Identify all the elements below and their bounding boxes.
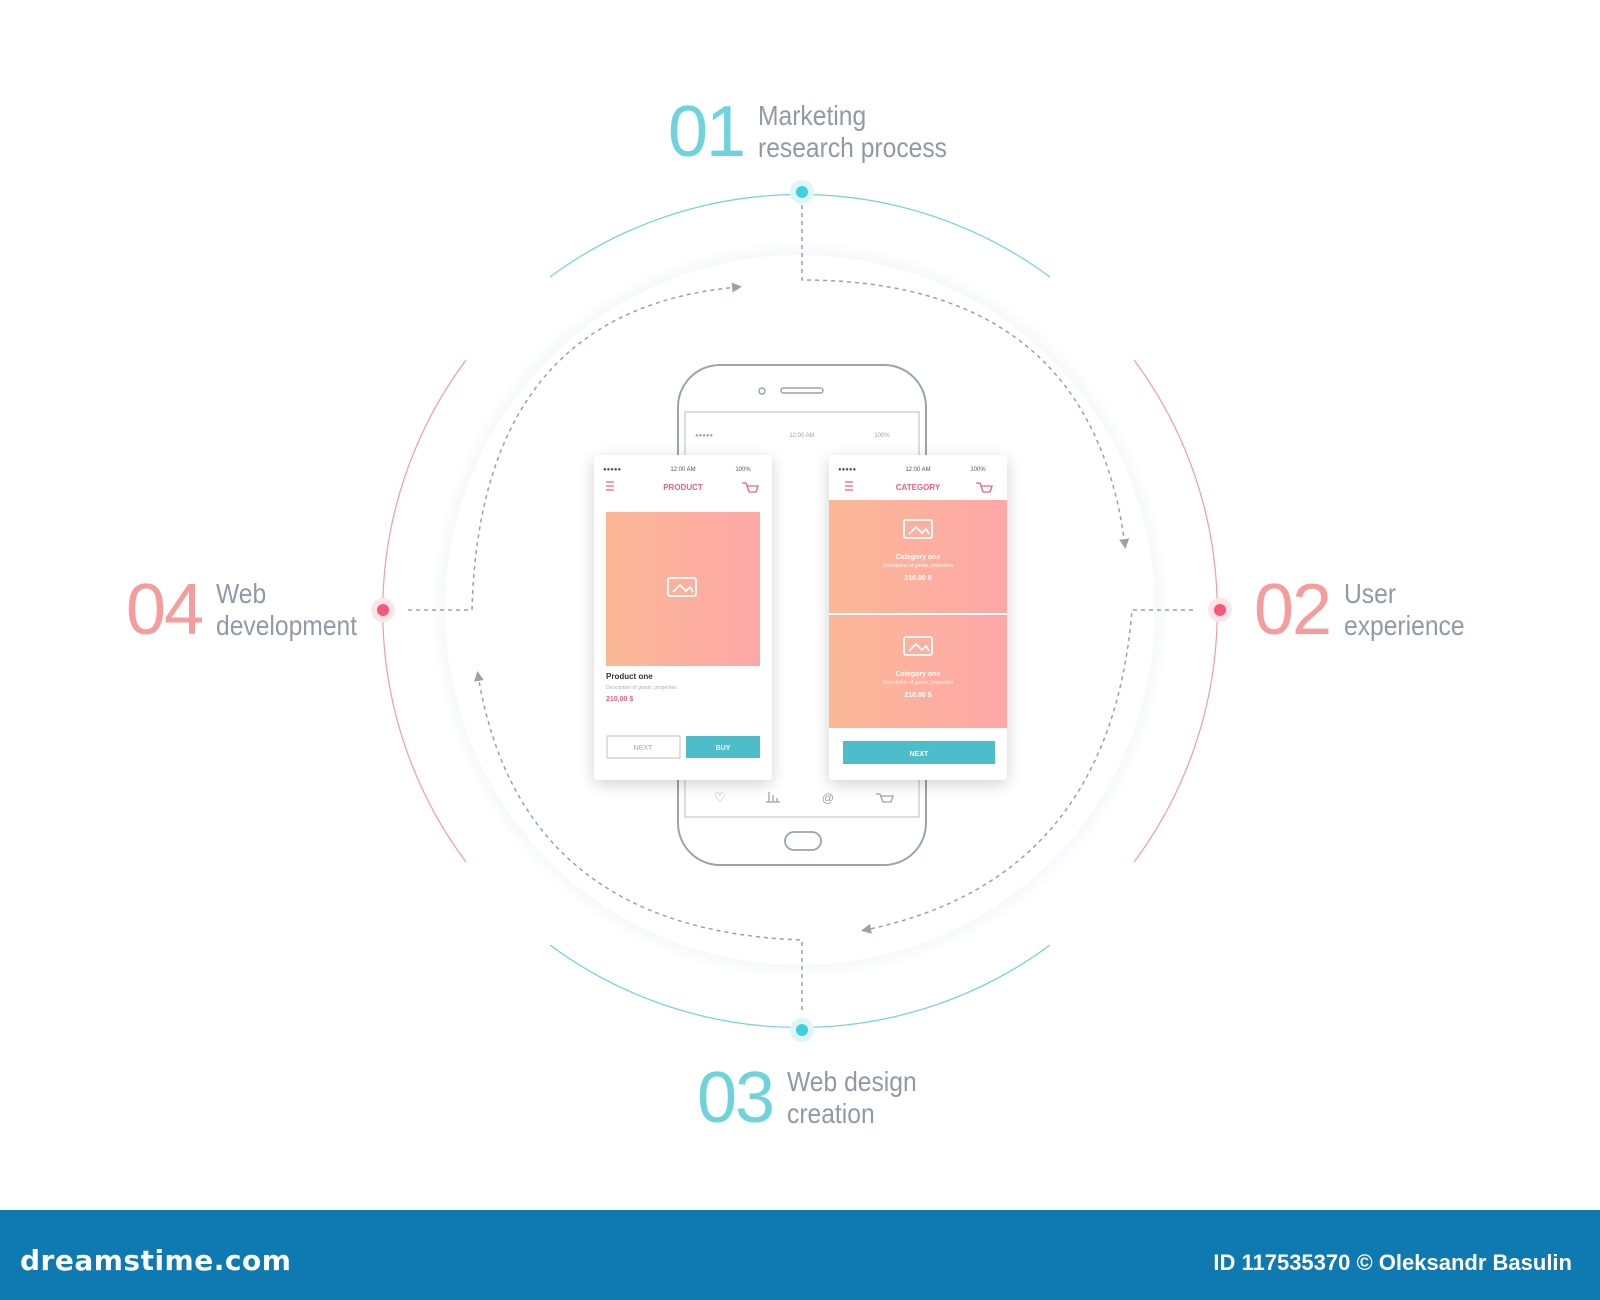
category-next-label: NEXT bbox=[910, 751, 929, 758]
product-price: 210.00 $ bbox=[606, 696, 633, 703]
phone-camera bbox=[758, 387, 766, 395]
product-next-label: NEXT bbox=[634, 745, 653, 752]
step-01-label-line2: research process bbox=[758, 132, 948, 163]
svg-text:●●●●●: ●●●●● bbox=[695, 433, 713, 439]
step-02-label-line1: User bbox=[1344, 578, 1397, 609]
footer-logo[interactable]: dreamstime.com bbox=[20, 1244, 292, 1277]
product-status-time: 12:00 AM bbox=[670, 467, 695, 473]
connector-02-03 bbox=[861, 609, 1193, 934]
step-03-label-line2: creation bbox=[787, 1098, 875, 1129]
step-03-number: 03 bbox=[697, 1058, 775, 1138]
at-icon[interactable]: @ bbox=[822, 791, 834, 805]
phone-speaker bbox=[780, 387, 824, 394]
node-dot-03 bbox=[796, 1024, 808, 1036]
image-placeholder-icon bbox=[667, 577, 697, 597]
svg-text:●●●●●: ●●●●● bbox=[838, 467, 856, 473]
category-next-button[interactable]: NEXT bbox=[843, 741, 995, 764]
category-card-2-desc: Description of goods, properties bbox=[883, 680, 954, 686]
product-buy-label: BUY bbox=[716, 745, 731, 752]
category-card-1-price: 210.00 $ bbox=[904, 575, 931, 582]
footer-credit: ID 117535370 © Oleksandr Basulin bbox=[1213, 1250, 1572, 1275]
step-03: 03 Web design creation bbox=[697, 1062, 934, 1134]
category-card-2-price: 210.00 $ bbox=[904, 692, 931, 699]
step-03-label-line1: Web design bbox=[787, 1066, 917, 1097]
category-cart-icon[interactable] bbox=[976, 482, 993, 493]
step-04-label-line2: development bbox=[216, 610, 358, 641]
step-04-label: Web development bbox=[216, 578, 357, 642]
node-dot-04 bbox=[377, 604, 389, 616]
product-screen-content: ●●●●● 12:00 AM 100% PRODUCT Product one … bbox=[603, 467, 760, 759]
step-02-label-line2: experience bbox=[1344, 610, 1465, 641]
image-placeholder-icon bbox=[903, 519, 933, 539]
category-card-1[interactable]: Category one Description of goods, prope… bbox=[829, 500, 1007, 613]
phone-status-time: 12:00 AM bbox=[789, 433, 814, 439]
product-buy-button[interactable]: BUY bbox=[686, 736, 760, 758]
category-status-battery: 100% bbox=[970, 467, 986, 473]
category-title: CATEGORY bbox=[896, 483, 941, 492]
step-02-number: 02 bbox=[1254, 570, 1332, 650]
category-card-2-name: Category one bbox=[896, 671, 941, 678]
step-01-label-line1: Marketing bbox=[758, 100, 867, 131]
category-menu-icon[interactable] bbox=[845, 481, 853, 491]
connector-03-04 bbox=[474, 671, 803, 1010]
category-card-1-desc: Description of goods, properties bbox=[883, 563, 954, 569]
stats-icon[interactable] bbox=[766, 792, 780, 803]
category-status-time: 12:00 AM bbox=[905, 467, 930, 473]
product-status-battery: 100% bbox=[735, 467, 751, 473]
step-01-number: 01 bbox=[668, 92, 746, 172]
svg-text:●●●●●: ●●●●● bbox=[603, 467, 621, 473]
connector-01-02 bbox=[801, 205, 1130, 549]
step-04: 04 Web development bbox=[126, 574, 376, 646]
image-placeholder-icon bbox=[903, 636, 933, 656]
connector-04-01 bbox=[408, 282, 742, 611]
product-cart-icon[interactable] bbox=[742, 482, 759, 493]
node-dot-01 bbox=[796, 186, 808, 198]
step-04-label-line1: Web bbox=[216, 578, 267, 609]
step-01-label: Marketing research process bbox=[758, 100, 947, 164]
step-04-number: 04 bbox=[126, 570, 204, 650]
product-desc: Description of goods, properties bbox=[606, 685, 677, 691]
step-02-label: User experience bbox=[1344, 578, 1465, 642]
phone-cart-icon[interactable] bbox=[876, 793, 894, 803]
heart-icon[interactable]: ♡ bbox=[714, 790, 726, 805]
phone-home-button[interactable] bbox=[784, 831, 822, 851]
step-03-label: Web design creation bbox=[787, 1066, 917, 1130]
step-02: 02 User experience bbox=[1254, 574, 1481, 646]
node-dot-02 bbox=[1214, 604, 1226, 616]
process-diagram: ●●●●● 12:00 AM 100% ♡ @ ●●●●● 12:00 AM 1… bbox=[371, 180, 1232, 1042]
footer-bar: dreamstime.com ID 117535370 © Oleksandr … bbox=[0, 1210, 1600, 1300]
product-next-button[interactable]: NEXT bbox=[606, 735, 681, 759]
category-card-1-name: Category one bbox=[896, 554, 941, 561]
product-name: Product one bbox=[606, 672, 653, 681]
category-card-2[interactable]: Category one Description of goods, prope… bbox=[829, 615, 1007, 728]
phone-status-battery: 100% bbox=[874, 433, 890, 439]
category-screen-content: ●●●●● 12:00 AM 100% CATEGORY Category on… bbox=[829, 467, 1007, 764]
product-menu-icon[interactable] bbox=[606, 481, 614, 491]
product-title: PRODUCT bbox=[663, 483, 703, 492]
step-01: 01 Marketing research process bbox=[668, 96, 973, 168]
